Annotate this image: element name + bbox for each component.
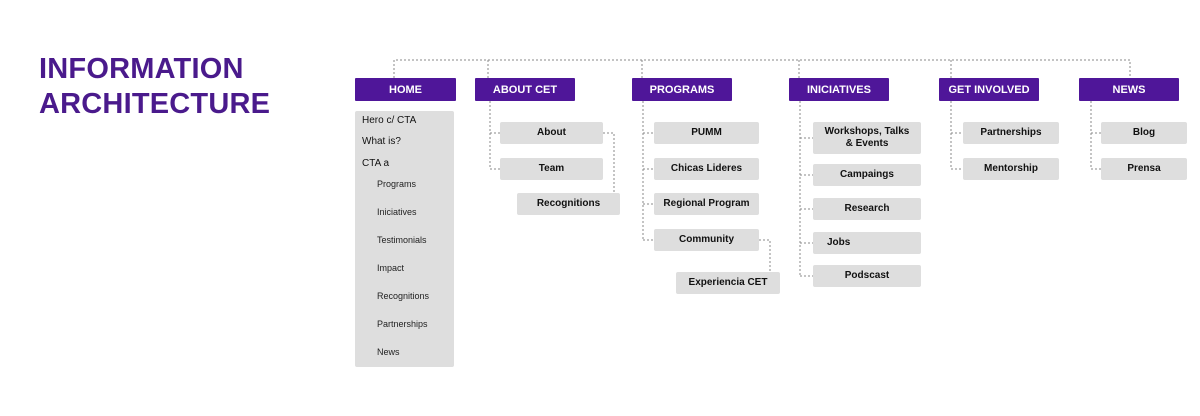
iniciatives-item-workshops[interactable]: Workshops, Talks & Events [813, 122, 921, 154]
home-item-what-is[interactable]: What is? [362, 136, 401, 147]
iniciatives-item-jobs[interactable]: Jobs [813, 232, 921, 254]
home-panel [355, 111, 454, 367]
get-involved-header[interactable]: GET INVOLVED [939, 78, 1039, 101]
news-item-prensa[interactable]: Prensa [1101, 158, 1187, 180]
about-header[interactable]: ABOUT CET [475, 78, 575, 101]
programs-item-experiencia-cet[interactable]: Experiencia CET [676, 272, 780, 294]
programs-item-pumm[interactable]: PUMM [654, 122, 759, 144]
get-involved-item-mentorship[interactable]: Mentorship [963, 158, 1059, 180]
news-item-blog[interactable]: Blog [1101, 122, 1187, 144]
iniciatives-item-campaings[interactable]: Campaings [813, 164, 921, 186]
home-sub-programs[interactable]: Programs [377, 179, 417, 189]
news-header[interactable]: NEWS [1079, 78, 1179, 101]
about-item-team[interactable]: Team [500, 158, 603, 180]
programs-header[interactable]: PROGRAMS [632, 78, 732, 101]
page-title: INFORMATION ARCHITECTURE [39, 52, 270, 122]
about-item-about[interactable]: About [500, 122, 603, 144]
iniciatives-item-podscast[interactable]: Podscast [813, 265, 921, 287]
home-header[interactable]: HOME [355, 78, 456, 101]
home-sub-impact[interactable]: Impact [377, 263, 405, 273]
programs-item-chicas-lideres[interactable]: Chicas Lideres [654, 158, 759, 180]
about-item-recognitions[interactable]: Recognitions [517, 193, 620, 215]
home-item-cta[interactable]: CTA a [362, 158, 390, 169]
iniciatives-item-workshops-line-1: Workshops, Talks [824, 126, 910, 137]
programs-item-regional-program[interactable]: Regional Program [654, 193, 759, 215]
title-line-1: INFORMATION [39, 53, 244, 85]
home-item-hero[interactable]: Hero c/ CTA [362, 115, 417, 126]
get-involved-item-partnerships[interactable]: Partnerships [963, 122, 1059, 144]
home-sub-partnerships[interactable]: Partnerships [377, 319, 428, 329]
home-sub-iniciatives[interactable]: Iniciatives [377, 207, 417, 217]
iniciatives-header[interactable]: INICIATIVES [789, 78, 889, 101]
iniciatives-item-workshops-line-2: & Events [845, 138, 889, 149]
iniciatives-item-research[interactable]: Research [813, 198, 921, 220]
home-sub-testimonials[interactable]: Testimonials [377, 235, 427, 245]
home-sub-news[interactable]: News [377, 347, 400, 357]
programs-item-community[interactable]: Community [654, 229, 759, 251]
home-sub-recognitions[interactable]: Recognitions [377, 291, 430, 301]
title-line-2: ARCHITECTURE [39, 88, 271, 120]
